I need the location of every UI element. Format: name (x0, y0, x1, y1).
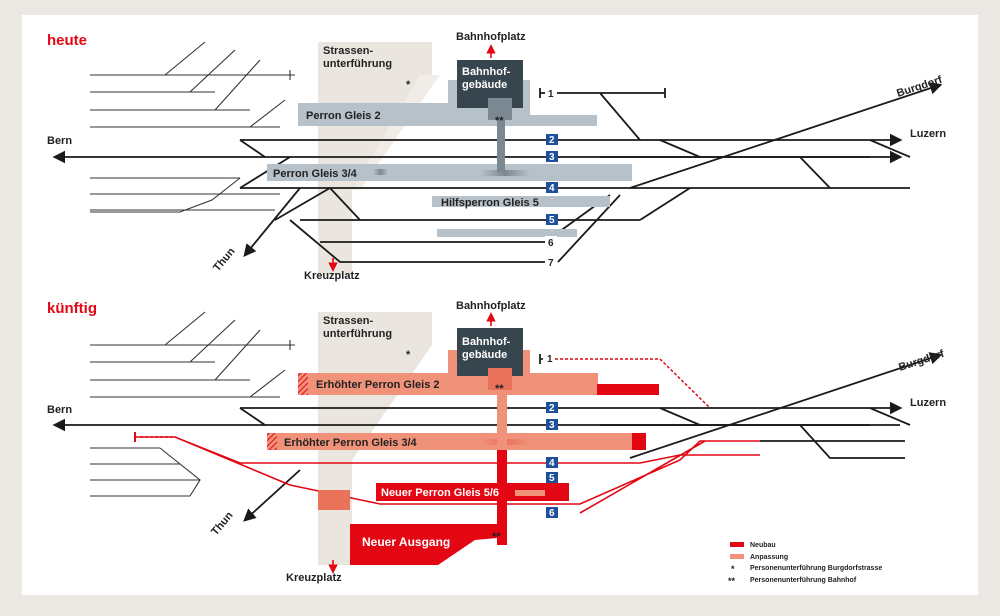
legend-swatch-neubau (730, 542, 744, 547)
perron-gleis-3-4 (267, 164, 632, 181)
legend-star-2: ** (728, 576, 736, 586)
star-ausgang: ** (492, 531, 501, 543)
building-label-2: gebäude (462, 349, 507, 361)
svg-text:5: 5 (549, 215, 555, 226)
star-underpass: * (406, 349, 411, 361)
track-1-label: 1 (548, 89, 554, 100)
bern-label: Bern (47, 404, 72, 416)
track-1-label: 1 (547, 354, 553, 365)
ausgang-label: Neuer Ausgang (362, 535, 450, 549)
svg-text:6: 6 (549, 508, 555, 519)
svg-text:6: 6 (548, 238, 554, 249)
legend: Neubau Anpassung * Personenunterführung … (728, 542, 882, 586)
svg-text:4: 4 (549, 458, 555, 469)
star-bahnhof: ** (495, 383, 504, 395)
neuer-perron-gleis-5-6 (376, 483, 569, 501)
perron-56-label: Neuer Perron Gleis 5/6 (381, 487, 499, 499)
bahnhofplatz-label: Bahnhofplatz (456, 300, 526, 312)
bern-label: Bern (47, 135, 72, 147)
section-title-heute: heute (47, 32, 87, 49)
underpass-label-1: Strassen- (323, 45, 373, 57)
erhoehter-perron-gleis-2 (298, 373, 598, 395)
svg-text:5: 5 (549, 473, 555, 484)
underpass-label-1: Strassen- (323, 315, 373, 327)
passenger-underpass-new (497, 395, 507, 545)
legend-pu-bahnhof: Personenunterführung Bahnhof (750, 577, 857, 584)
svg-text:7: 7 (548, 258, 554, 269)
perron-gleis-6-7 (437, 229, 577, 237)
hilfsperron-label: Hilfsperron Gleis 5 (441, 197, 539, 209)
svg-text:3: 3 (549, 420, 555, 431)
star-bahnhof: ** (495, 115, 504, 127)
kreuzplatz-label: Kreuzplatz (304, 270, 360, 282)
svg-text:3: 3 (549, 152, 555, 163)
svg-text:4: 4 (549, 183, 555, 194)
legend-star-1: * (731, 564, 735, 574)
luzern-label: Luzern (910, 128, 946, 140)
section-title-kuenftig: künftig (47, 300, 97, 317)
bahnhofplatz-label: Bahnhofplatz (456, 31, 526, 43)
erhoehter-perron-gleis-3-4 (267, 433, 632, 450)
perron-2-label: Erhöhter Perron Gleis 2 (316, 379, 439, 391)
passenger-underpass (497, 118, 505, 172)
kreuzplatz-label: Kreuzplatz (286, 572, 342, 584)
legend-anpassung: Anpassung (750, 554, 788, 561)
underpass-label-2: unterführung (323, 58, 392, 70)
perron-34-label: Perron Gleis 3/4 (273, 168, 358, 180)
legend-swatch-anpassung (730, 554, 744, 559)
star-underpass: * (406, 79, 411, 91)
track-badges-heute: 2 3 4 5 6 7 (545, 134, 558, 269)
perron-34-label: Erhöhter Perron Gleis 3/4 (284, 437, 418, 449)
svg-text:2: 2 (549, 403, 555, 414)
building-label-1: Bahnhof- (462, 336, 511, 348)
diagram-heute: heute Strassen- unterführung * Bahnhof- … (47, 31, 946, 282)
legend-pu-burgdorfstrasse: Personenunterführung Burgdorfstrasse (750, 565, 882, 572)
track-badges-kuenftig: 2 3 4 5 6 (546, 402, 558, 519)
diagram-kuenftig: künftig Strassen- unterführung * B (47, 300, 946, 584)
svg-text:2: 2 (549, 135, 555, 146)
perron-gleis-2 (298, 103, 530, 126)
hilfsperron-gleis-5 (432, 196, 610, 207)
perron-2-label: Perron Gleis 2 (306, 110, 381, 122)
legend-neubau: Neubau (750, 542, 776, 549)
building-label-2: gebäude (462, 79, 507, 91)
neuer-ausgang (350, 524, 497, 565)
road-underpass (318, 42, 432, 275)
underpass-label-2: unterführung (323, 328, 392, 340)
building-label-1: Bahnhof- (462, 66, 511, 78)
luzern-label: Luzern (910, 397, 946, 409)
